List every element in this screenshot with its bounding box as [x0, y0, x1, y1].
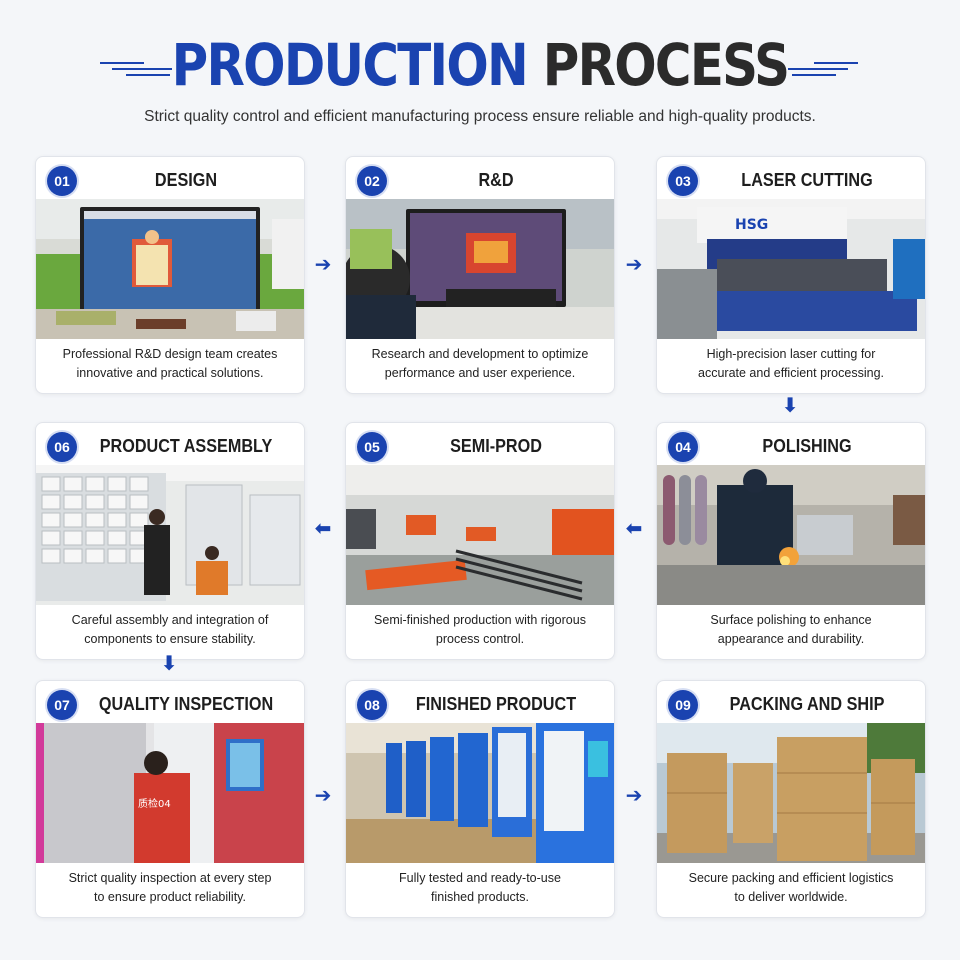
step-number-badge: 03 — [668, 166, 698, 196]
flow-arrow-down-icon: ⬇ — [781, 393, 799, 417]
step-card-rnd: 02 R&D Research and development to optim… — [345, 156, 615, 394]
step-number-badge: 09 — [668, 690, 698, 720]
page-subtitle: Strict quality control and efficient man… — [144, 108, 816, 125]
step-description-line2: finished products. — [431, 890, 529, 904]
step-number-badge: 08 — [357, 690, 387, 720]
step-description-line2: performance and user experience. — [384, 366, 576, 380]
step-description: Research and development to optimize per… — [354, 345, 606, 387]
worker-vest-text: 质检04 — [138, 797, 171, 810]
step-card-polishing: 04 POLISHING Surface polishing to enhanc… — [656, 422, 926, 660]
polishing-photo — [657, 465, 925, 605]
page-title-part2: PROCESS — [542, 31, 790, 99]
step-description-line1: Strict quality inspection at every step — [68, 871, 272, 885]
quality-inspection-photo: 质检04 — [36, 723, 304, 863]
step-description: Professional R&D design team creates inn… — [44, 345, 296, 387]
design-photo — [36, 199, 304, 339]
step-description-line1: Semi-finished production with rigorous — [374, 613, 586, 627]
step-description-line1: High-precision laser cutting for — [706, 347, 876, 361]
packing-and-ship-photo — [657, 723, 925, 863]
step-description-line2: to deliver worldwide. — [734, 890, 848, 904]
step-description-line2: innovative and practical solutions. — [76, 366, 264, 380]
flow-arrow-left-icon: ⬅ — [625, 516, 643, 540]
step-description-line1: Professional R&D design team creates — [62, 347, 278, 361]
step-title: R&D — [478, 170, 514, 190]
flow-arrow-right-icon: ➔ — [314, 783, 332, 807]
step-description: Surface polishing to enhance appearance … — [665, 611, 917, 653]
product-assembly-photo — [36, 465, 304, 605]
finished-product-photo — [346, 723, 614, 863]
step-title: PRODUCT ASSEMBLY — [99, 436, 273, 456]
step-description-line2: components to ensure stability. — [84, 632, 256, 646]
step-card-design: 01 DESIGN Professional R&D design team c… — [35, 156, 305, 394]
step-card-finished-product: 08 FINISHED PRODUCT Fully tested and rea… — [345, 680, 615, 918]
step-description: Strict quality inspection at every step … — [44, 869, 296, 911]
step-title: POLISHING — [762, 436, 852, 456]
step-description: Secure packing and efficient logistics t… — [665, 869, 917, 911]
step-description: High-precision laser cutting for accurat… — [665, 345, 917, 387]
step-number-badge: 05 — [357, 432, 387, 462]
flow-arrow-down-icon: ⬇ — [160, 651, 178, 675]
page-title-part1: PRODUCTION — [171, 31, 529, 99]
step-description-line1: Fully tested and ready-to-use — [399, 871, 561, 885]
title-decoration-right — [788, 60, 860, 82]
step-description: Fully tested and ready-to-use finished p… — [354, 869, 606, 911]
flow-arrow-left-icon: ⬅ — [314, 516, 332, 540]
semi-prod-photo — [346, 465, 614, 605]
step-card-semi-prod: 05 SEMI-PROD Semi-finished production wi… — [345, 422, 615, 660]
step-number-badge: 07 — [47, 690, 77, 720]
step-description-line2: appearance and durability. — [717, 632, 865, 646]
step-title: LASER CUTTING — [741, 170, 873, 190]
step-description-line1: Research and development to optimize — [371, 347, 589, 361]
step-description-line1: Secure packing and efficient logistics — [688, 871, 894, 885]
step-card-quality-inspection: 07 QUALITY INSPECTION 质检04 Strict qualit… — [35, 680, 305, 918]
step-title: SEMI-PROD — [450, 436, 542, 456]
step-card-packing-and-ship: 09 PACKING AND SHIP Secure packing and e… — [656, 680, 926, 918]
step-description-line2: to ensure product reliability. — [94, 890, 246, 904]
step-card-laser-cutting: 03 LASER CUTTING HSG High-precision lase… — [656, 156, 926, 394]
step-title: DESIGN — [154, 170, 218, 190]
flow-arrow-right-icon: ➔ — [625, 252, 643, 276]
step-description-line1: Careful assembly and integration of — [71, 613, 269, 627]
step-description-line2: process control. — [435, 632, 525, 646]
step-description-line1: Surface polishing to enhance — [710, 613, 872, 627]
page-title: PRODUCTION PROCESS — [67, 30, 893, 100]
step-card-product-assembly: 06 PRODUCT ASSEMBLY Careful assembly and… — [35, 422, 305, 660]
step-number-badge: 01 — [47, 166, 77, 196]
step-title: QUALITY INSPECTION — [98, 694, 274, 714]
step-number-badge: 06 — [47, 432, 77, 462]
laser-cutting-photo: HSG — [657, 199, 925, 339]
step-number-badge: 02 — [357, 166, 387, 196]
step-description-line2: accurate and efficient processing. — [698, 366, 884, 380]
machine-brand-text: HSG — [735, 217, 768, 233]
step-description: Careful assembly and integration of comp… — [44, 611, 296, 653]
step-title: FINISHED PRODUCT — [415, 694, 577, 714]
title-decoration-left — [100, 60, 172, 82]
rnd-photo — [346, 199, 614, 339]
flow-arrow-right-icon: ➔ — [314, 252, 332, 276]
flow-arrow-right-icon: ➔ — [625, 783, 643, 807]
step-title: PACKING AND SHIP — [729, 694, 885, 714]
page-header: PRODUCTION PROCESS Strict quality contro… — [0, 0, 960, 140]
step-number-badge: 04 — [668, 432, 698, 462]
step-description: Semi-finished production with rigorous p… — [354, 611, 606, 653]
